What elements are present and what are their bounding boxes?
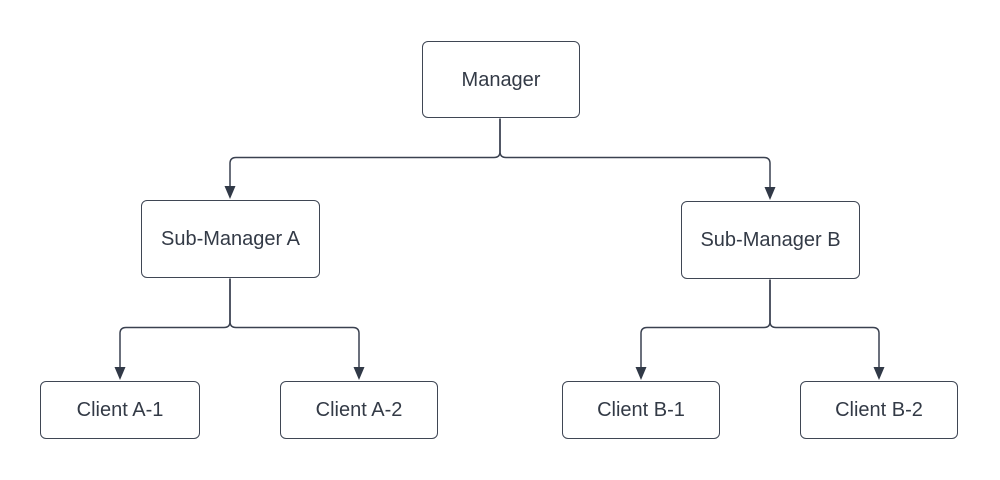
- edge-sub-b-to-client-b2: [769, 279, 885, 380]
- arrowhead-icon: [353, 367, 365, 380]
- edge-manager-to-sub-b: [499, 118, 776, 200]
- edge-line: [229, 278, 360, 367]
- edge-line: [499, 118, 771, 187]
- node-client-a2: Client A-2: [280, 381, 438, 439]
- edge-line: [640, 279, 771, 367]
- node-manager-label: Manager: [461, 68, 541, 91]
- node-client-a1: Client A-1: [40, 381, 200, 439]
- arrowhead-icon: [224, 186, 236, 199]
- node-client-b1-label: Client B-1: [597, 399, 685, 421]
- node-client-a2-label: Client A-2: [315, 399, 403, 421]
- edge-sub-a-to-client-a2: [229, 278, 365, 380]
- edge-line: [229, 118, 501, 186]
- node-manager: Manager: [422, 41, 580, 118]
- arrowhead-icon: [873, 367, 885, 380]
- node-sub-manager-b-label: Sub-Manager B: [700, 229, 841, 251]
- arrowhead-icon: [764, 187, 776, 200]
- arrowhead-icon: [114, 367, 126, 380]
- node-sub-manager-a: Sub-Manager A: [141, 200, 320, 278]
- edge-line: [119, 278, 231, 367]
- edge-sub-b-to-client-b1: [635, 279, 771, 380]
- edge-sub-a-to-client-a1: [114, 278, 231, 380]
- node-client-b2: Client B-2: [800, 381, 958, 439]
- node-client-b1: Client B-1: [562, 381, 720, 439]
- edge-line: [769, 279, 880, 367]
- arrowhead-icon: [635, 367, 647, 380]
- node-client-b2-label: Client B-2: [835, 399, 923, 421]
- edge-manager-to-sub-a: [224, 118, 501, 199]
- node-sub-manager-a-label: Sub-Manager A: [161, 228, 300, 250]
- node-client-a1-label: Client A-1: [76, 399, 164, 421]
- node-sub-manager-b: Sub-Manager B: [681, 201, 860, 279]
